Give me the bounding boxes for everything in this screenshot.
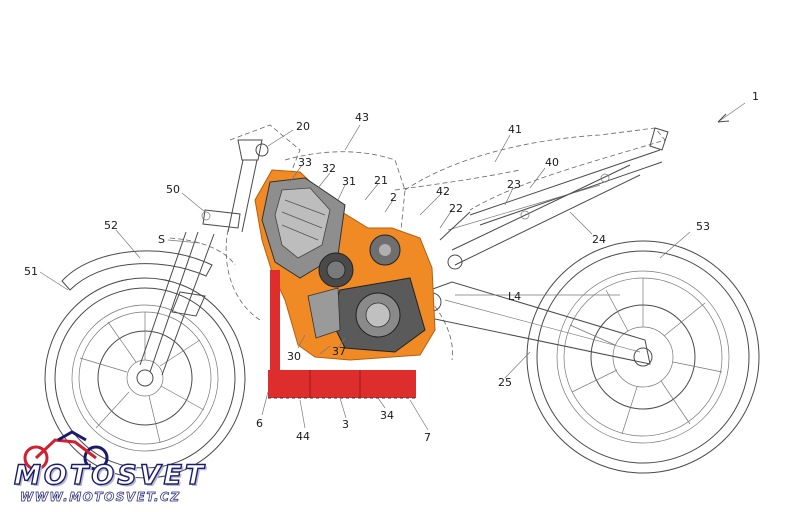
label-6: 6 bbox=[256, 417, 263, 430]
label-41: 41 bbox=[508, 123, 522, 136]
rear-wheel bbox=[526, 240, 760, 474]
label-24: 24 bbox=[592, 233, 606, 246]
label-44: 44 bbox=[296, 430, 310, 443]
label-23: 23 bbox=[507, 178, 521, 191]
label-L4: L4 bbox=[508, 290, 521, 303]
label-25: 25 bbox=[498, 376, 512, 389]
label-21: 21 bbox=[374, 174, 388, 187]
label-40: 40 bbox=[545, 156, 559, 169]
label-43: 43 bbox=[355, 111, 369, 124]
label-37: 37 bbox=[332, 345, 346, 358]
label-52: 52 bbox=[104, 219, 118, 232]
label-32: 32 bbox=[322, 162, 336, 175]
label-22: 22 bbox=[449, 202, 463, 215]
label-S: S bbox=[158, 233, 165, 246]
swingarm bbox=[422, 281, 651, 365]
label-fig-ref: 1 bbox=[752, 90, 759, 103]
label-2: 2 bbox=[390, 191, 397, 204]
watermark-brand: MOTOSVET bbox=[13, 459, 207, 491]
fig-arrow bbox=[717, 113, 730, 123]
label-34: 34 bbox=[380, 409, 394, 422]
label-50: 50 bbox=[166, 183, 180, 196]
watermark-url: WWW.MOTOSVET.CZ bbox=[20, 490, 181, 505]
label-42: 42 bbox=[436, 185, 450, 198]
label-3: 3 bbox=[342, 418, 349, 431]
front-fender bbox=[61, 250, 213, 291]
front-fork bbox=[139, 139, 269, 376]
rear-subframe bbox=[439, 164, 641, 270]
seat-and-tail bbox=[404, 127, 669, 231]
engine-highlight bbox=[254, 169, 436, 361]
reference-labels: 1 20 43 41 40 23 24 53 25 L4 33 32 31 21… bbox=[24, 90, 759, 444]
label-33: 33 bbox=[298, 156, 312, 169]
label-20: 20 bbox=[296, 120, 310, 133]
label-7: 7 bbox=[424, 431, 431, 444]
support-stand bbox=[268, 270, 416, 399]
front-wheel bbox=[44, 277, 246, 479]
label-51: 51 bbox=[24, 265, 38, 278]
label-31: 31 bbox=[342, 175, 356, 188]
leader-lines bbox=[39, 102, 746, 431]
motorcycle-logo-icon bbox=[23, 430, 109, 471]
label-30: 30 bbox=[287, 350, 301, 363]
label-53: 53 bbox=[696, 220, 710, 233]
